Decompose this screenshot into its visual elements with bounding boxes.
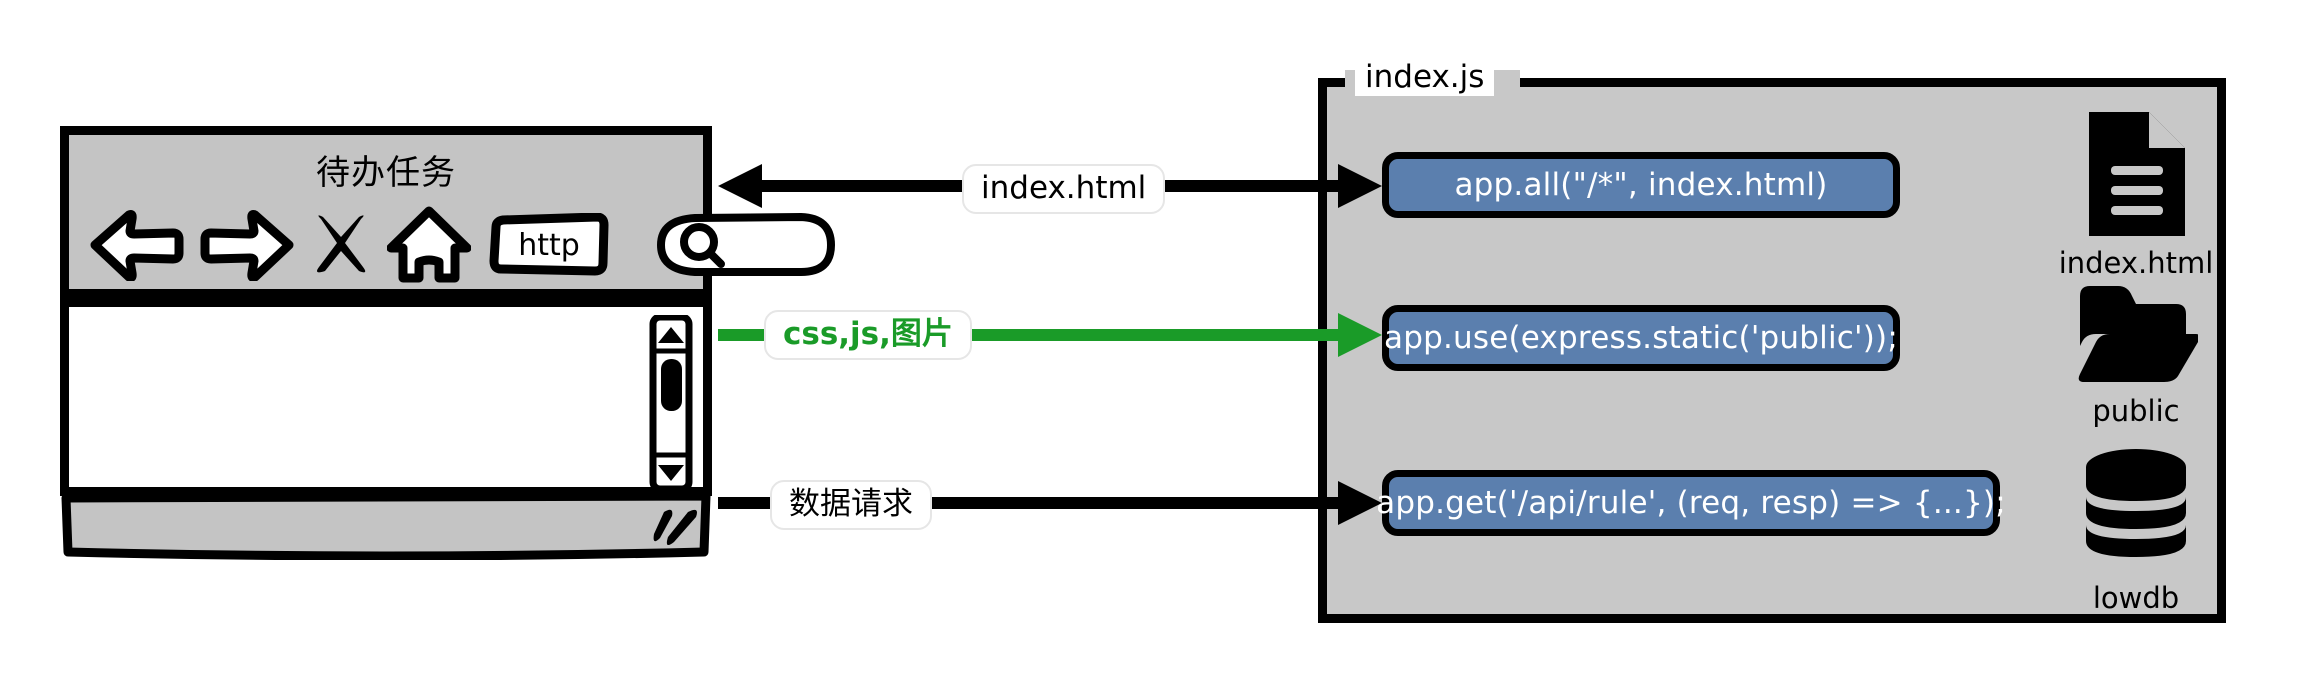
database-cylinder-icon [2086,449,2186,557]
search-input[interactable] [651,212,837,278]
scrollbar-thumb[interactable] [661,359,682,411]
scroll-up-arrow-icon[interactable] [658,327,684,343]
search-magnifier-icon [680,223,718,261]
code-box-text: app.get('/api/rule', (req, resp) => {...… [1376,485,2006,521]
asset-label: public [2092,394,2180,428]
forward-arrow-icon[interactable] [199,209,295,281]
panel-title: index.js [1355,58,1495,96]
asset-label: index.html [2058,246,2214,280]
code-box-app-use-static[interactable]: app.use(express.static('public')); [1382,305,1900,371]
close-x-icon[interactable] [309,209,373,281]
asset-lowdb-database[interactable]: lowdb [2048,445,2224,615]
browser-statusbar [61,491,711,560]
protocol-chip[interactable]: http [489,213,609,277]
resize-grip-icon[interactable] [653,509,697,546]
back-arrow-icon[interactable] [89,209,185,281]
browser-content-area [60,298,712,496]
code-box-text: app.use(express.static('public')); [1384,320,1898,356]
home-icon[interactable] [387,206,471,284]
browser-titlebar: 待办任务 [60,126,835,298]
page-title: 待办任务 [316,153,456,193]
connector-label-static-assets: css,js,图片 [764,310,972,360]
connector-label-index-html: index.html [962,164,1166,214]
code-box-app-get-api[interactable]: app.get('/api/rule', (req, resp) => {...… [1376,470,2006,536]
protocol-label: http [518,228,580,263]
asset-public-folder[interactable]: public [2048,280,2224,428]
connector-label-data-request: 数据请求 [770,480,932,530]
code-box-text: app.all("/*", index.html) [1454,167,1828,203]
browser-toolbar: http [89,197,835,293]
asset-index-html[interactable]: index.html [2048,108,2224,280]
document-file-icon [2089,112,2185,236]
scroll-down-arrow-icon[interactable] [658,465,684,481]
browser-window: 待办任务 [52,118,835,568]
code-box-app-all[interactable]: app.all("/*", index.html) [1382,152,1900,218]
open-folder-icon [2078,286,2200,382]
vertical-scrollbar[interactable] [649,315,693,491]
asset-label: lowdb [2092,581,2180,615]
